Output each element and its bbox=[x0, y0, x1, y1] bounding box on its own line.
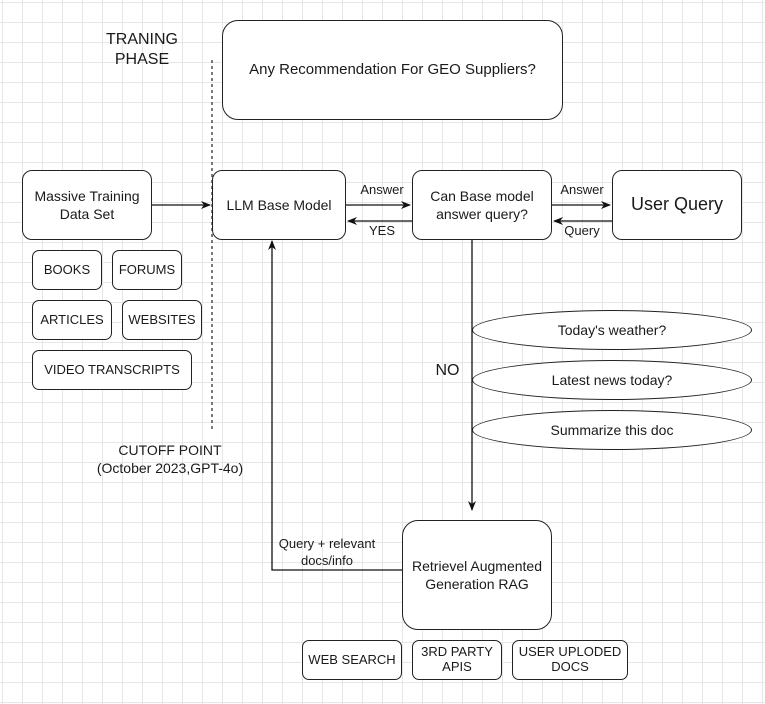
rag-box[interactable]: Retrievel Augmented Generation RAG bbox=[402, 520, 552, 630]
source-websites-label: WEBSITES bbox=[128, 311, 196, 327]
source-websites[interactable]: WEBSITES bbox=[122, 300, 202, 340]
top-question-box[interactable]: Any Recommendation For GEO Suppliers? bbox=[222, 20, 563, 120]
rag-source-web-search-label: WEB SEARCH bbox=[308, 651, 396, 667]
source-forums[interactable]: FORUMS bbox=[112, 250, 182, 290]
rag-source-third-party-apis-label: 3RD PARTY APIS bbox=[421, 644, 493, 674]
example-query-news-label: Latest news today? bbox=[551, 372, 673, 388]
llm-base-model-box[interactable]: LLM Base Model bbox=[212, 170, 346, 240]
can-answer-box[interactable]: Can Base model answer query? bbox=[412, 170, 552, 240]
example-query-news[interactable]: Latest news today? bbox=[472, 360, 752, 400]
source-video-transcripts[interactable]: VIDEO TRANSCRIPTS bbox=[32, 350, 192, 390]
source-video-transcripts-label: VIDEO TRANSCRIPTS bbox=[44, 361, 180, 377]
answer-label-2: Answer bbox=[560, 182, 604, 197]
query-label: Query bbox=[564, 223, 600, 238]
llm-base-model-text: LLM Base Model bbox=[226, 196, 332, 213]
training-phase-label: TRANING PHASE bbox=[106, 31, 178, 68]
source-articles-label: ARTICLES bbox=[40, 311, 104, 327]
example-query-weather[interactable]: Today's weather? bbox=[472, 310, 752, 350]
top-question-text: Any Recommendation For GEO Suppliers? bbox=[249, 61, 536, 79]
user-query-text: User Query bbox=[630, 194, 724, 215]
rag-source-user-uploaded-docs[interactable]: USER UPLODED DOCS bbox=[512, 640, 628, 680]
source-articles[interactable]: ARTICLES bbox=[32, 300, 112, 340]
source-books[interactable]: BOOKS bbox=[32, 250, 102, 290]
arrow-rag-to-llm bbox=[268, 240, 402, 571]
example-query-summarize-label: Summarize this doc bbox=[550, 422, 674, 438]
no-label: NO bbox=[435, 362, 460, 379]
training-data-text: Massive Training Data Set bbox=[34, 187, 140, 222]
rag-source-web-search[interactable]: WEB SEARCH bbox=[302, 640, 402, 680]
source-forums-label: FORUMS bbox=[118, 261, 176, 277]
rag-text: Retrievel Augmented Generation RAG bbox=[412, 557, 542, 592]
query-docs-label: Query + relevant docs/info bbox=[278, 536, 376, 568]
can-answer-text: Can Base model answer query? bbox=[430, 187, 534, 222]
source-books-label: BOOKS bbox=[43, 261, 91, 277]
cutoff-point-label: CUTOFF POINT (October 2023,GPT-4o) bbox=[96, 442, 244, 477]
rag-source-user-uploaded-docs-label: USER UPLODED DOCS bbox=[518, 644, 622, 674]
example-query-summarize[interactable]: Summarize this doc bbox=[472, 410, 752, 450]
rag-source-third-party-apis[interactable]: 3RD PARTY APIS bbox=[412, 640, 502, 680]
answer-label-1: Answer bbox=[360, 182, 404, 197]
yes-label: YES bbox=[368, 223, 395, 238]
example-query-weather-label: Today's weather? bbox=[557, 322, 667, 338]
user-query-box[interactable]: User Query bbox=[612, 170, 742, 240]
training-data-box[interactable]: Massive Training Data Set bbox=[22, 170, 152, 240]
